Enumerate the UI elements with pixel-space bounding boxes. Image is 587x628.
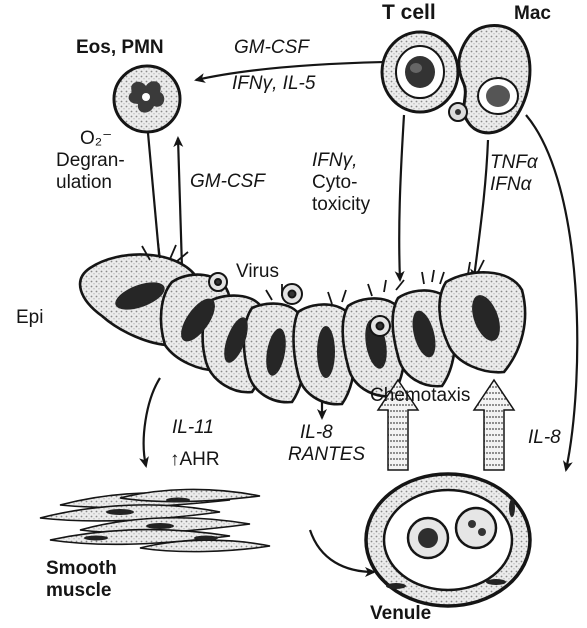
label-gm-csf-mid: GM-CSF <box>190 172 265 191</box>
label-gm-csf-top: GM-CSF <box>234 38 309 57</box>
label-chemotaxis: Chemotaxis <box>370 386 470 405</box>
label-il11: IL-11 <box>172 418 214 437</box>
label-t-cell: T cell <box>382 2 436 23</box>
smooth-muscle <box>40 489 270 551</box>
label-il8-right: IL-8 <box>528 428 561 447</box>
label-il8-rantes: IL-8 RANTES <box>288 422 365 466</box>
arrow-mac-to-epi <box>474 140 488 278</box>
arrow-tcell-to-epi <box>399 115 404 280</box>
label-muscle: muscle <box>46 580 117 602</box>
t-cell <box>382 32 458 112</box>
arrow-epi-to-eos <box>178 138 182 268</box>
label-rantes: RANTES <box>288 444 365 466</box>
label-smooth: Smooth <box>46 558 117 580</box>
macrophage <box>449 26 530 133</box>
arrow-epi-to-smooth-muscle <box>144 378 160 466</box>
label-o2-radical: O₂⁻ <box>56 128 125 150</box>
label-epi: Epi <box>16 308 43 327</box>
label-o2-degranulation: O₂⁻ Degran- ulation <box>56 128 125 194</box>
label-venule: Venule <box>370 604 431 623</box>
label-cyto: Cyto- <box>312 172 370 194</box>
label-mac: Mac <box>514 4 551 23</box>
label-ifng-cytotoxicity: IFNγ, Cyto- toxicity <box>312 150 370 216</box>
label-tnfa: TNFα <box>490 152 538 174</box>
label-tnfa-ifna: TNFα IFNα <box>490 152 538 196</box>
label-ifna: IFNα <box>490 174 538 196</box>
label-ifng-il5: IFNγ, IL-5 <box>232 74 315 93</box>
label-il8: IL-8 <box>288 422 365 444</box>
label-ahr: ↑AHR <box>170 450 220 469</box>
label-degranulation-line1: Degran- <box>56 150 125 172</box>
label-toxicity: toxicity <box>312 194 370 216</box>
eosinophil-pmn-cell <box>114 66 180 132</box>
venule <box>366 474 530 606</box>
label-virus: Virus <box>236 262 279 281</box>
label-degranulation-line2: ulation <box>56 172 125 194</box>
epithelium <box>80 254 525 404</box>
label-eos-pmn: Eos, PMN <box>76 38 164 57</box>
label-ifng-comma: IFNγ, <box>312 150 370 172</box>
label-smooth-muscle: Smooth muscle <box>46 558 117 602</box>
